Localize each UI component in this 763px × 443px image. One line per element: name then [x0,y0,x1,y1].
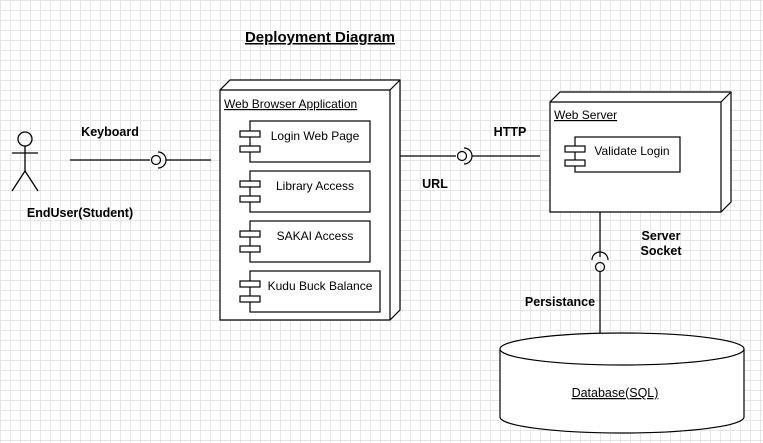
keyboard-label: Keyboard [81,125,139,139]
server-node-title: Web Server [554,108,617,122]
component-label: Validate Login [594,144,669,158]
keyboard-interface[interactable] [70,151,211,169]
persistance-label: Persistance [525,295,595,309]
http-interface[interactable] [400,147,540,165]
server-socket-label-line2: Socket [641,244,683,258]
actor-label: EndUser(Student) [27,206,133,220]
component-sakai-access[interactable]: SAKAI Access [239,220,371,263]
component-login-web-page[interactable]: Login Web Page [239,120,371,163]
browser-node-title: Web Browser Application [224,97,357,111]
database-label: Database(SQL) [572,386,659,400]
component-label: Kudu Buck Balance [268,279,373,293]
http-label: HTTP [494,125,527,139]
database-cylinder[interactable] [499,332,745,434]
diagram-title: Deployment Diagram [245,29,395,46]
server-socket-interface[interactable] [591,212,609,333]
server-socket-label-line1: Server [642,229,681,243]
component-label: SAKAI Access [277,229,354,243]
component-kudu-buck-balance[interactable]: Kudu Buck Balance [239,270,381,313]
component-label: Library Access [276,179,354,193]
url-label: URL [422,177,448,191]
component-library-access[interactable]: Library Access [239,170,371,213]
actor-enduser[interactable] [11,131,39,192]
component-label: Login Web Page [271,129,360,143]
component-validate-login[interactable]: Validate Login [564,136,681,173]
